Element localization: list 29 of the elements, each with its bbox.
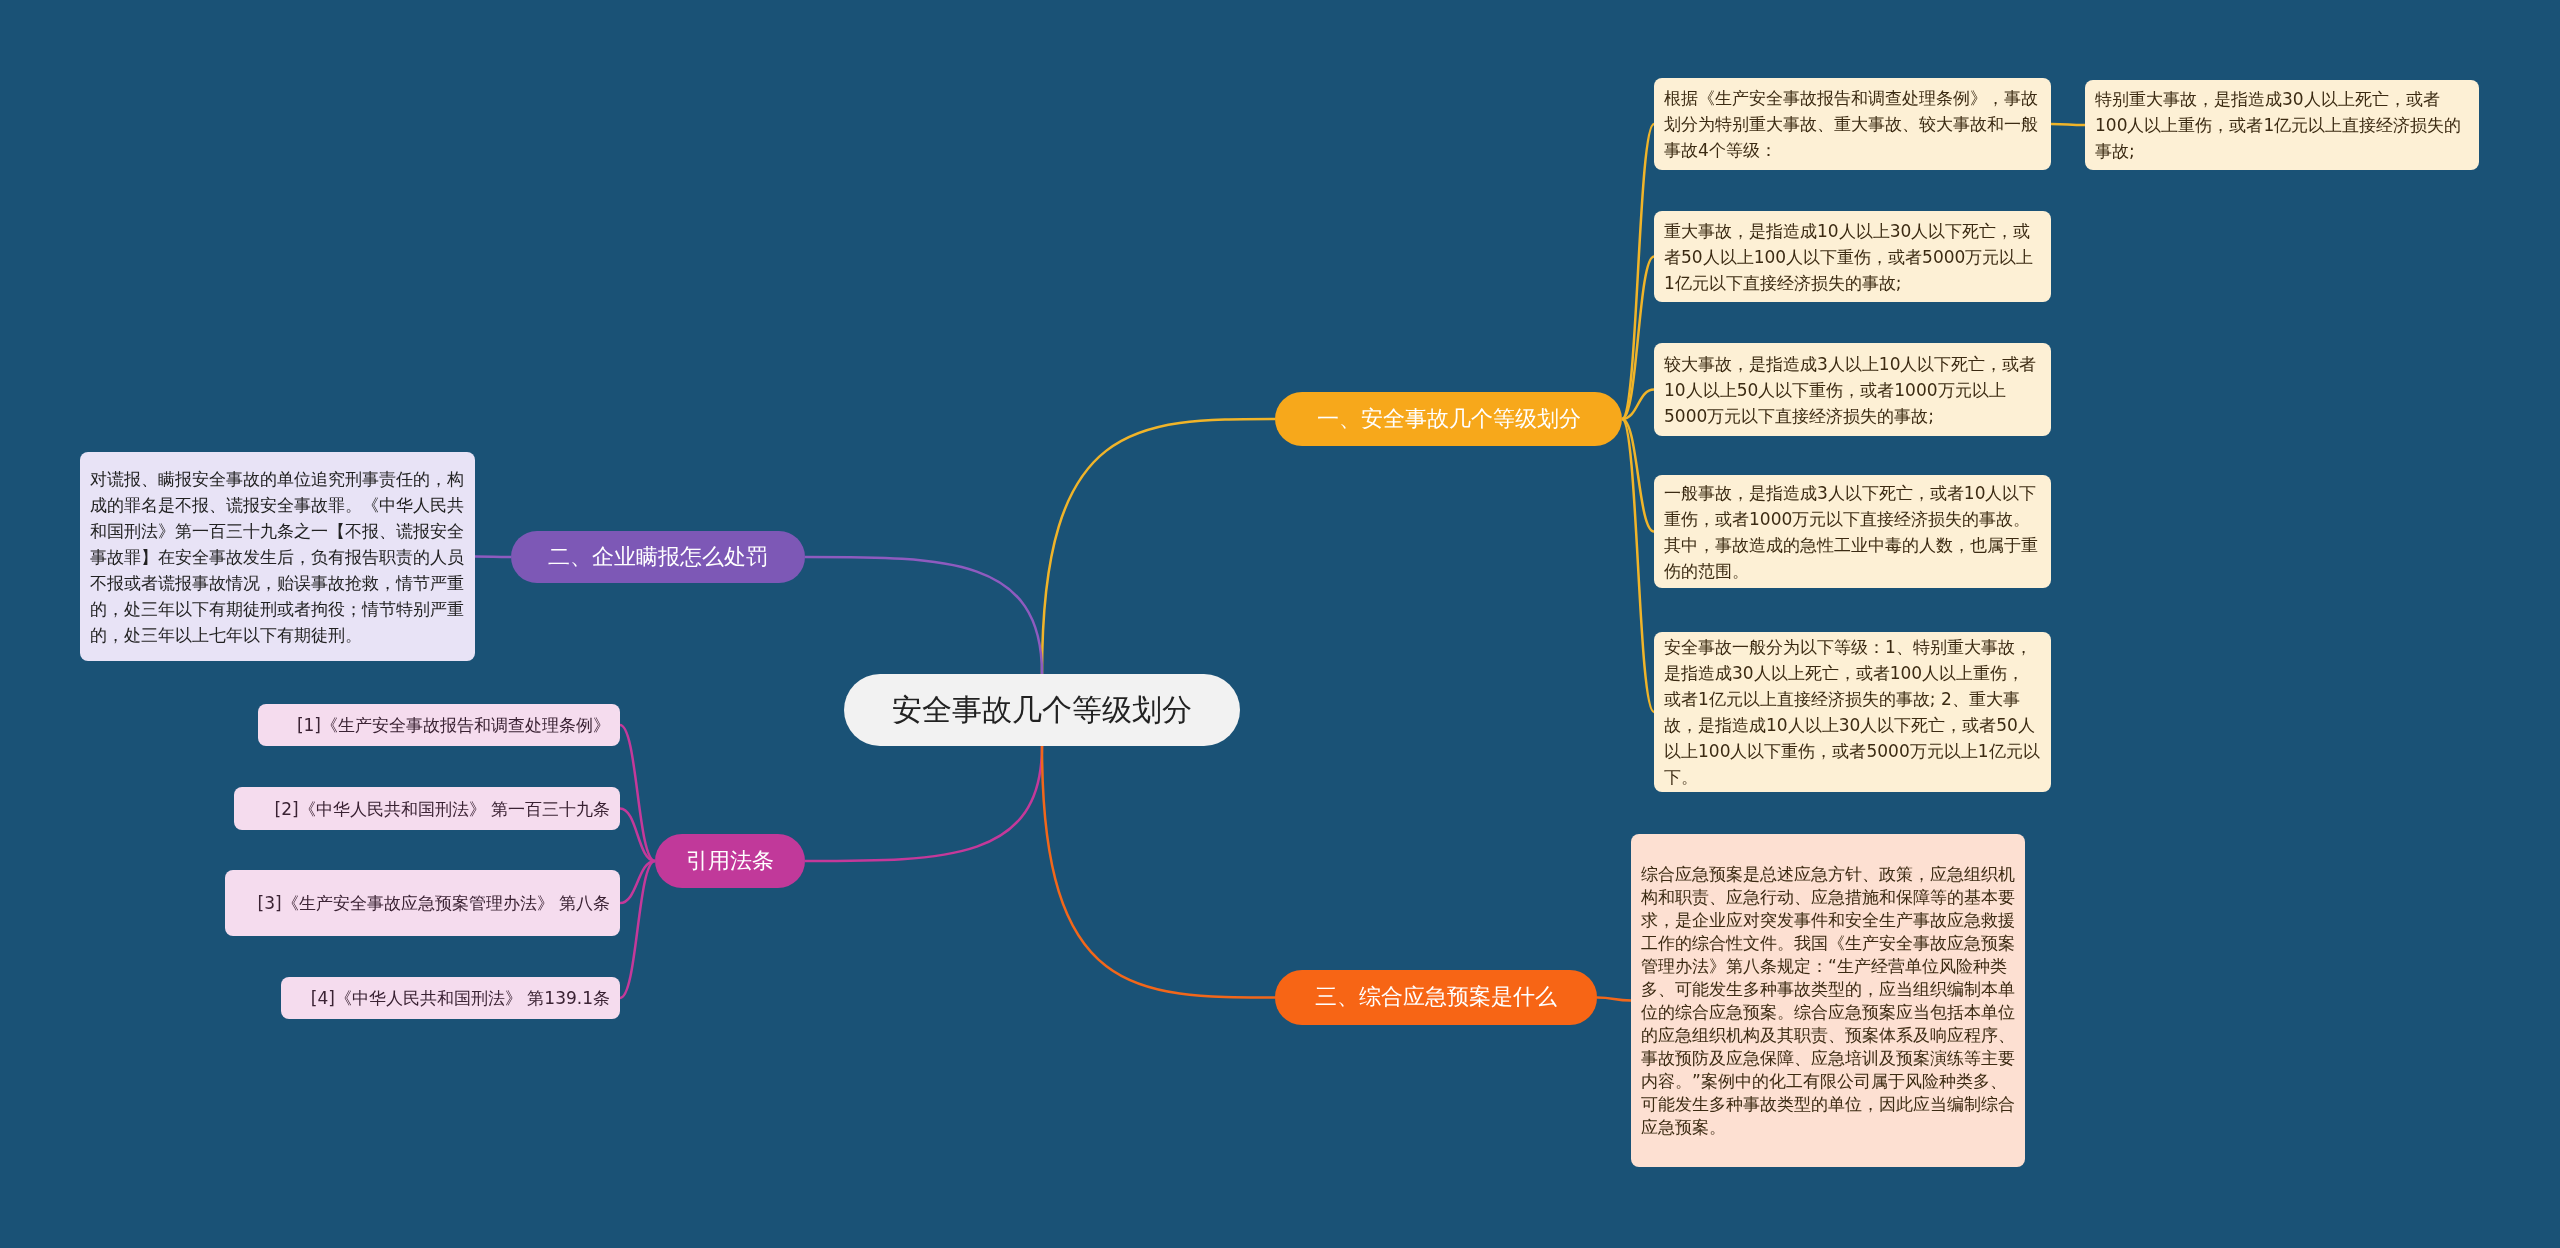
connector xyxy=(619,859,656,905)
reference-box: [4]《中华人民共和国刑法》 第139.1条 xyxy=(281,977,620,1019)
topic-box: 二、企业瞒报怎么处罚 xyxy=(511,531,805,583)
topic-box: 一、安全事故几个等级划分 xyxy=(1275,392,1622,446)
note-box: 重大事故，是指造成10人以上30人以下死亡，或者50人以上100人以下重伤，或者5000万元以上1亿元以下直接经济损失的事故; xyxy=(1654,211,2051,302)
connector xyxy=(805,555,1044,675)
note-box: 一般事故，是指造成3人以下死亡，或者10人以下重伤，或者1000万元以下直接经济损失的事故。其中，事故造成的急性工业中毒的人数，也属于重伤的范围。 xyxy=(1654,475,2051,588)
reference-box: [1]《生产安全事故报告和调查处理条例》 xyxy=(258,704,620,746)
note-box: 综合应急预案是总述应急方针、政策，应急组织机构和职责、应急行动、应急措施和保障等的基本要求，是企业应对突发事件和安全生产事故应急救援工作的综合性文件。我国《生产安全事故应急预案管理办法》第八条规定：“生产经营单位风险种类多、可能发生多种事故类型的，应当组织编制本单位的综合应急预案。综合应急预案应当包括本单位的应急组织机构及其职责、预案体系及响应程序、事故预防及应急保障、应急培训及预案演练等主要内容。”案例中的化工有限公司属于风险种类多、可能发生多种事故类型的单位，因此应当编制综合应急预案。 xyxy=(1631,834,2025,1167)
connector xyxy=(2051,122,2085,127)
connector xyxy=(1620,418,1656,713)
connector xyxy=(475,555,511,559)
note-box: 安全事故一般分为以下等级：1、特别重大事故，是指造成30人以上死亡，或者100人以上重伤，或者1亿元以上直接经济损失的事故; 2、重大事故，是指造成10人以上30人以下死亡，或者50人以上100人以下重伤，或者5000万元以上1亿元以下。 xyxy=(1654,632,2051,792)
connector xyxy=(1621,417,1655,533)
note-box: 较大事故，是指造成3人以上10人以下死亡，或者10人以上50人以下重伤，或者1000万元以上5000万元以下直接经济损失的事故; xyxy=(1654,343,2051,436)
connector xyxy=(1621,255,1655,420)
reference-box: [3]《生产安全事故应急预案管理办法》 第八条 xyxy=(225,870,620,936)
note-box: 对谎报、瞒报安全事故的单位追究刑事责任的，构成的罪名是不报、谎报安全事故罪。《中华人民共和国刑法》第一百三十九条之一【不报、谎报安全事故罪】在安全事故发生后，负有报告职责的人员不报或者谎报事故情况，贻误事故抢救，情节严重的，处三年以下有期徒刑或者拘役；情节特别严重的，处三年以上七年以下有期徒刑。 xyxy=(80,452,475,661)
topic-box: 三、综合应急预案是什么 xyxy=(1275,970,1597,1025)
connector xyxy=(619,859,656,1000)
connector xyxy=(1040,745,1275,999)
note-box: 特别重大事故，是指造成30人以上死亡，或者100人以上重伤，或者1亿元以上直接经济损失的事故; xyxy=(2085,80,2479,170)
connector xyxy=(1597,996,1631,1002)
reference-box: [2]《中华人民共和国刑法》 第一百三十九条 xyxy=(234,787,620,830)
connector xyxy=(619,807,656,863)
note-box: 根据《生产安全事故报告和调查处理条例》，事故划分为特别重大事故、重大事故、较大事故和一般事故4个等级： xyxy=(1654,78,2051,170)
central-topic: 安全事故几个等级划分 xyxy=(844,674,1240,746)
topic-box: 引用法条 xyxy=(655,834,805,888)
connector xyxy=(1620,123,1656,420)
